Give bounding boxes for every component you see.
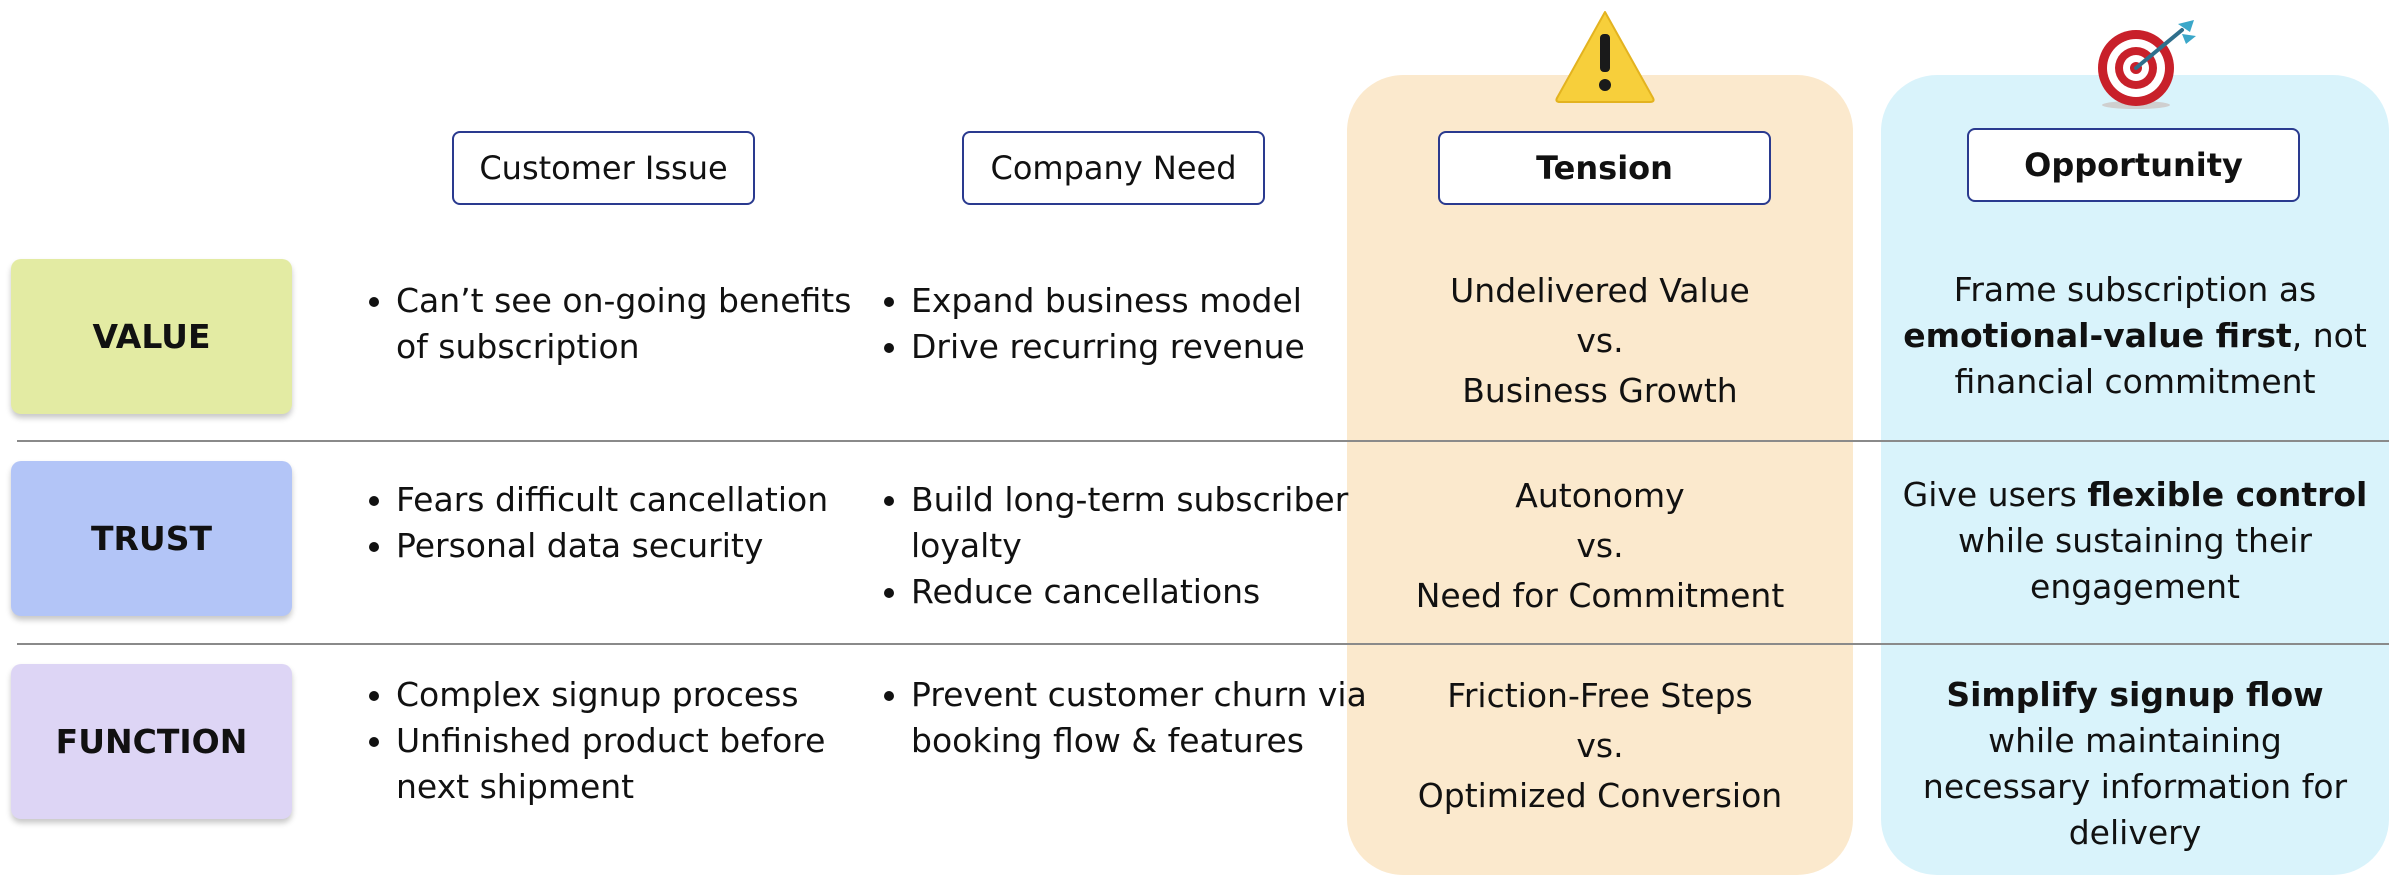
header-customer-issue: Customer Issue <box>452 131 755 205</box>
company-need-list: Expand business model Drive recurring re… <box>878 278 1371 370</box>
opportunity-emphasis: flexible control <box>2087 475 2368 514</box>
tension-vs: vs. <box>1576 526 1624 565</box>
tension-cell: Friction-Free Steps vs. Optimized Conver… <box>1367 671 1833 821</box>
list-item: Fears difficult cancellation <box>396 477 876 523</box>
opportunity-text: while maintaining necessary information … <box>1922 721 2348 852</box>
opportunity-text: Give users <box>1902 475 2088 514</box>
tension-vs: vs. <box>1576 321 1624 360</box>
opportunity-cell: Frame subscription as emotional-value fi… <box>1900 267 2370 405</box>
list-item: Build long-term subscriber loyalty <box>911 477 1371 569</box>
row-divider <box>17 643 2389 645</box>
row-label-function: FUNCTION <box>11 664 292 819</box>
list-item: Complex signup process <box>396 672 876 718</box>
header-company-need: Company Need <box>962 131 1265 205</box>
list-item: Personal data security <box>396 523 876 569</box>
company-need-list: Build long-term subscriber loyalty Reduc… <box>878 477 1371 615</box>
opportunity-text: Frame subscription as <box>1953 270 2317 309</box>
target-dart-icon <box>2098 20 2196 109</box>
opportunity-emphasis: Simplify signup flow <box>1946 675 2324 714</box>
list-item: Prevent customer churn via booking flow … <box>911 672 1371 764</box>
header-opportunity: Opportunity <box>1967 128 2300 202</box>
customer-issue-list: Complex signup process Unfinished produc… <box>363 672 876 810</box>
customer-issue-list: Can’t see on-going benefits of subscript… <box>363 278 876 370</box>
opportunity-text: while sustaining their engagement <box>1958 521 2312 606</box>
warning-icon <box>1555 11 1655 103</box>
header-tension: Tension <box>1438 131 1771 205</box>
tension-cell: Autonomy vs. Need for Commitment <box>1367 471 1833 621</box>
list-item: Expand business model <box>911 278 1371 324</box>
row-label-trust: TRUST <box>11 461 292 616</box>
tension-column-background <box>1347 75 1853 875</box>
tension-cell: Undelivered Value vs. Business Growth <box>1367 266 1833 416</box>
opportunity-cell: Give users flexible control while sustai… <box>1885 472 2385 610</box>
row-label-value: VALUE <box>11 259 292 414</box>
list-item: Unfinished product before next shipment <box>396 718 876 810</box>
opportunity-column-background <box>1881 75 2389 875</box>
list-item: Drive recurring revenue <box>911 324 1371 370</box>
row-divider <box>17 440 2389 442</box>
customer-issue-list: Fears difficult cancellation Personal da… <box>363 477 876 569</box>
tension-vs: vs. <box>1576 726 1624 765</box>
list-item: Can’t see on-going benefits of subscript… <box>396 278 876 370</box>
tension-side-b: Optimized Conversion <box>1417 776 1783 815</box>
tension-side-a: Friction-Free Steps <box>1447 676 1753 715</box>
opportunity-text: , not financial commitment <box>1954 316 2367 401</box>
tension-side-a: Autonomy <box>1515 476 1685 515</box>
tension-side-b: Need for Commitment <box>1415 576 1785 615</box>
opportunity-cell: Simplify signup flow while maintaining n… <box>1905 672 2365 856</box>
list-item: Reduce cancellations <box>911 569 1371 615</box>
tension-side-b: Business Growth <box>1462 371 1738 410</box>
company-need-list: Prevent customer churn via booking flow … <box>878 672 1371 764</box>
tension-side-a: Undelivered Value <box>1450 271 1750 310</box>
opportunity-emphasis: emotional-value first <box>1903 316 2292 355</box>
